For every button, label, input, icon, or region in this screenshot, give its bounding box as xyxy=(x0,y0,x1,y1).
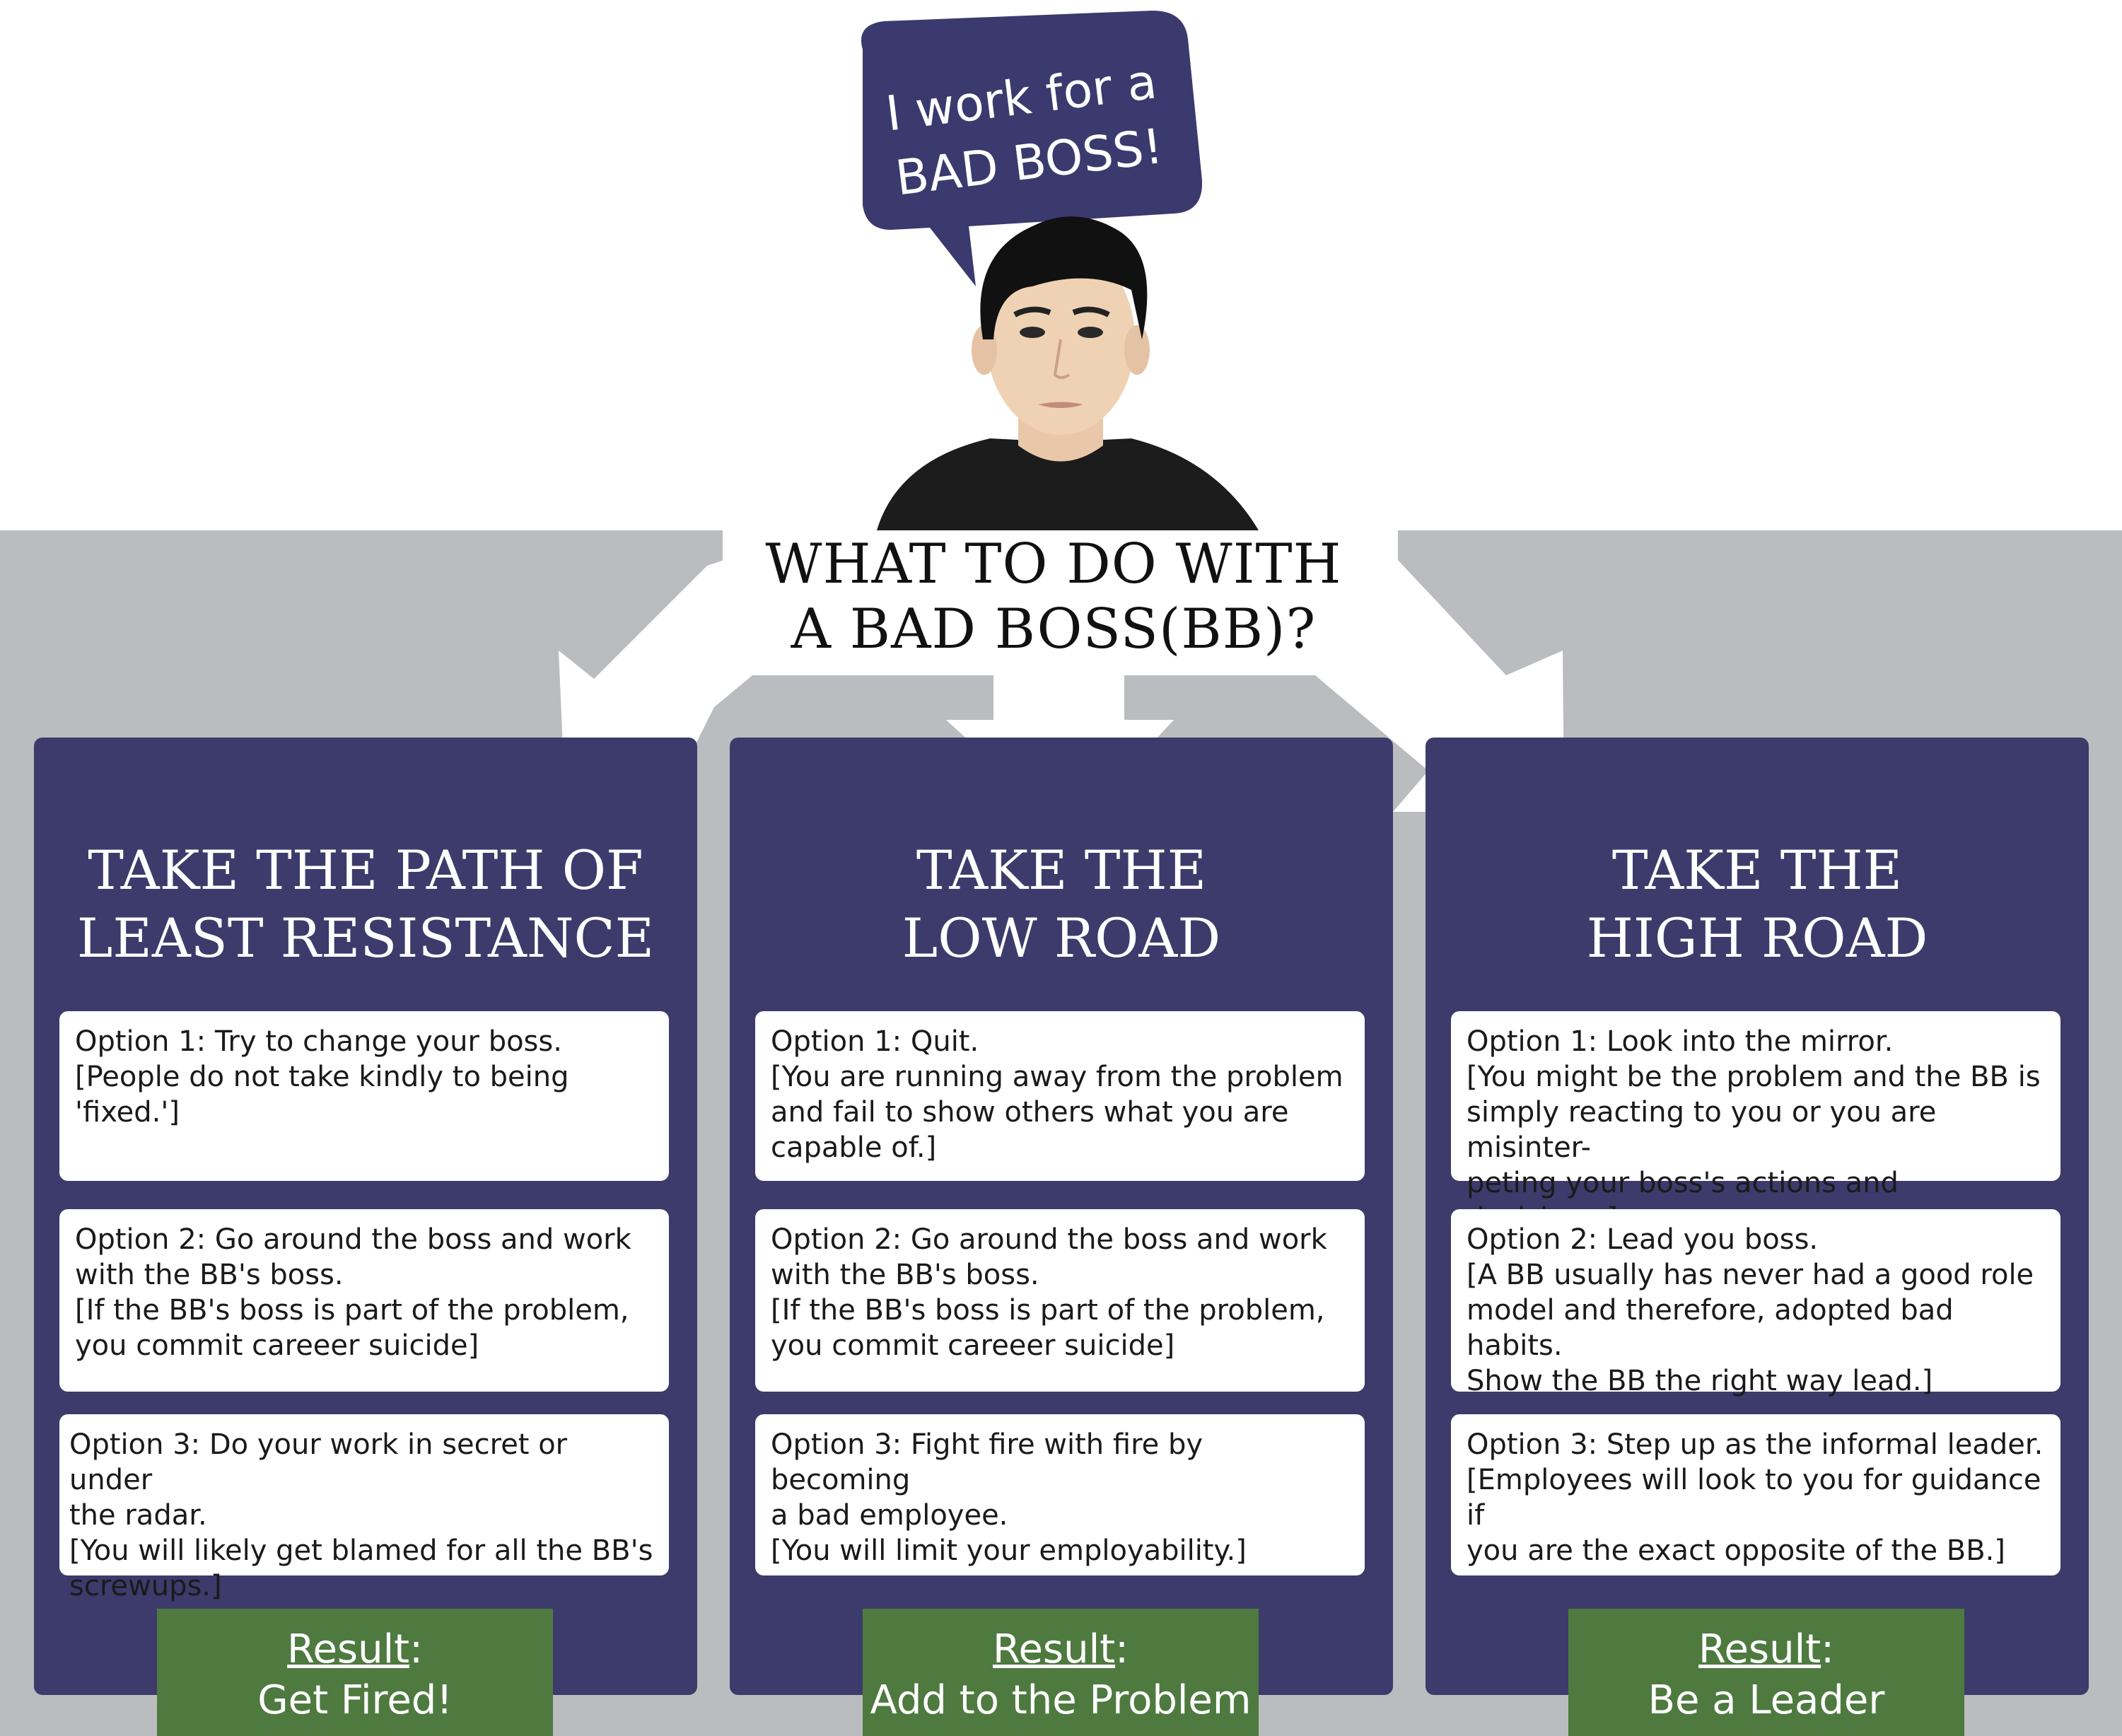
speech-bubble xyxy=(861,11,1202,286)
question-title: WHAT TO DO WITH A BAD BOSS(BB)? xyxy=(735,532,1372,662)
panel-low-road: TAKE THE LOW ROAD Option 1: Quit. [You a… xyxy=(730,738,1393,1695)
panel-title: TAKE THE PATH OF LEAST RESISTANCE xyxy=(34,837,697,972)
option-line: screwups.] xyxy=(69,1570,222,1602)
option-line: [You might be the problem and the BB is xyxy=(1467,1061,2041,1093)
shirt xyxy=(877,438,1259,530)
option-line: Option 1: Quit. xyxy=(771,1025,979,1058)
option-card-3: Option 3: Step up as the informal leader… xyxy=(1451,1414,2060,1575)
result-colon: : xyxy=(409,1626,423,1672)
option-card-1: Option 1: Quit. [You are running away fr… xyxy=(755,1011,1365,1181)
panel-title-line-2: HIGH ROAD xyxy=(1586,907,1928,969)
result-box-high-road: Result: Be a Leader xyxy=(1568,1609,1964,1736)
option-line: [You will likely get blamed for all the … xyxy=(69,1534,653,1567)
result-box-low-road: Result: Add to the Problem xyxy=(863,1609,1259,1736)
left-eye xyxy=(1020,327,1045,338)
right-eye xyxy=(1078,327,1103,338)
option-line: you commit careeer suicide] xyxy=(771,1329,1175,1362)
option-line: with the BB's boss. xyxy=(75,1259,344,1291)
panel-title: TAKE THE LOW ROAD xyxy=(730,837,1393,972)
option-line: Option 3: Do your work in secret or unde… xyxy=(69,1428,568,1496)
option-card-2: Option 2: Go around the boss and work wi… xyxy=(755,1209,1365,1392)
panel-title-line-1: TAKE THE xyxy=(916,839,1207,902)
person-illustration xyxy=(877,216,1259,530)
panel-least-resistance: TAKE THE PATH OF LEAST RESISTANCE Option… xyxy=(34,738,697,1695)
hair xyxy=(980,216,1148,339)
option-line: you commit careeer suicide] xyxy=(75,1329,479,1362)
question-line-1: WHAT TO DO WITH xyxy=(765,532,1342,596)
right-ear xyxy=(1124,325,1150,375)
right-eyebrow xyxy=(1072,306,1110,318)
option-line: [You are running away from the problem xyxy=(771,1061,1343,1093)
option-card-3: Option 3: Do your work in secret or unde… xyxy=(59,1414,669,1602)
result-text: Get Fired! xyxy=(257,1677,453,1723)
option-line: Option 1: Look into the mirror. xyxy=(1467,1025,1894,1058)
panel-title-line-2: LOW ROAD xyxy=(902,907,1221,969)
option-line: [If the BB's boss is part of the problem… xyxy=(75,1294,629,1327)
question-line-2: A BAD BOSS(BB)? xyxy=(791,598,1317,661)
option-line: [Employees will look to you for guidance… xyxy=(1467,1464,2041,1532)
option-line: Show the BB the right way lead.] xyxy=(1467,1365,1933,1397)
option-line: Option 1: Try to change your boss. xyxy=(75,1025,562,1058)
option-line: [People do not take kindly to being 'fix… xyxy=(75,1061,569,1129)
option-line: Option 2: Lead you boss. xyxy=(1467,1223,1819,1256)
option-line: with the BB's boss. xyxy=(771,1259,1039,1291)
nose xyxy=(1053,339,1071,379)
option-line: Option 2: Go around the boss and work xyxy=(75,1223,631,1256)
option-line: Option 2: Go around the boss and work xyxy=(771,1223,1327,1256)
result-label: Result xyxy=(993,1626,1116,1672)
left-eyebrow xyxy=(1013,306,1051,318)
result-text: Be a Leader xyxy=(1648,1677,1885,1723)
option-line: you are the exact opposite of the BB.] xyxy=(1467,1534,2005,1567)
option-card-2: Option 2: Go around the boss and work wi… xyxy=(59,1209,669,1392)
option-line: model and therefore, adopted bad habits. xyxy=(1467,1294,1954,1362)
option-line: Option 3: Fight fire with fire by becomi… xyxy=(771,1428,1203,1496)
option-card-1: Option 1: Look into the mirror. [You mig… xyxy=(1451,1011,2060,1235)
option-line: [A BB usually has never had a good role xyxy=(1467,1259,2034,1291)
option-card-3: Option 3: Fight fire with fire by becomi… xyxy=(755,1414,1365,1575)
option-card-1: Option 1: Try to change your boss. [Peop… xyxy=(59,1011,669,1181)
option-card-2: Option 2: Lead you boss. [A BB usually h… xyxy=(1451,1209,2060,1397)
result-heading: Result: xyxy=(157,1624,553,1675)
panel-title-line-1: TAKE THE PATH OF xyxy=(88,839,643,902)
panel-title-line-2: LEAST RESISTANCE xyxy=(76,907,655,969)
result-text: Add to the Problem xyxy=(870,1677,1252,1723)
result-box-least-resistance: Result: Get Fired! xyxy=(157,1609,553,1736)
result-colon: : xyxy=(1821,1626,1834,1672)
result-heading: Result: xyxy=(863,1624,1259,1675)
option-line: Option 3: Step up as the informal leader… xyxy=(1467,1428,2044,1461)
result-heading: Result: xyxy=(1568,1624,1964,1675)
option-line: and fail to show others what you are xyxy=(771,1096,1289,1129)
result-colon: : xyxy=(1115,1626,1129,1672)
panel-high-road: TAKE THE HIGH ROAD Option 1: Look into t… xyxy=(1426,738,2089,1695)
option-line: a bad employee. xyxy=(771,1499,1008,1532)
option-line: [If the BB's boss is part of the problem… xyxy=(771,1294,1325,1327)
option-line: the radar. xyxy=(69,1499,207,1532)
option-line: capable of.] xyxy=(771,1131,937,1164)
option-line: [You will limit your employability.] xyxy=(771,1534,1247,1567)
speech-bubble-shape xyxy=(861,11,1202,286)
option-line: simply reacting to you or you are misint… xyxy=(1467,1096,1937,1164)
panel-title-line-1: TAKE THE xyxy=(1611,839,1903,902)
panel-title: TAKE THE HIGH ROAD xyxy=(1426,837,2089,972)
result-label: Result xyxy=(1698,1626,1821,1672)
mouth xyxy=(1038,402,1083,408)
result-label: Result xyxy=(287,1626,410,1672)
question-backdrop xyxy=(723,527,1398,675)
